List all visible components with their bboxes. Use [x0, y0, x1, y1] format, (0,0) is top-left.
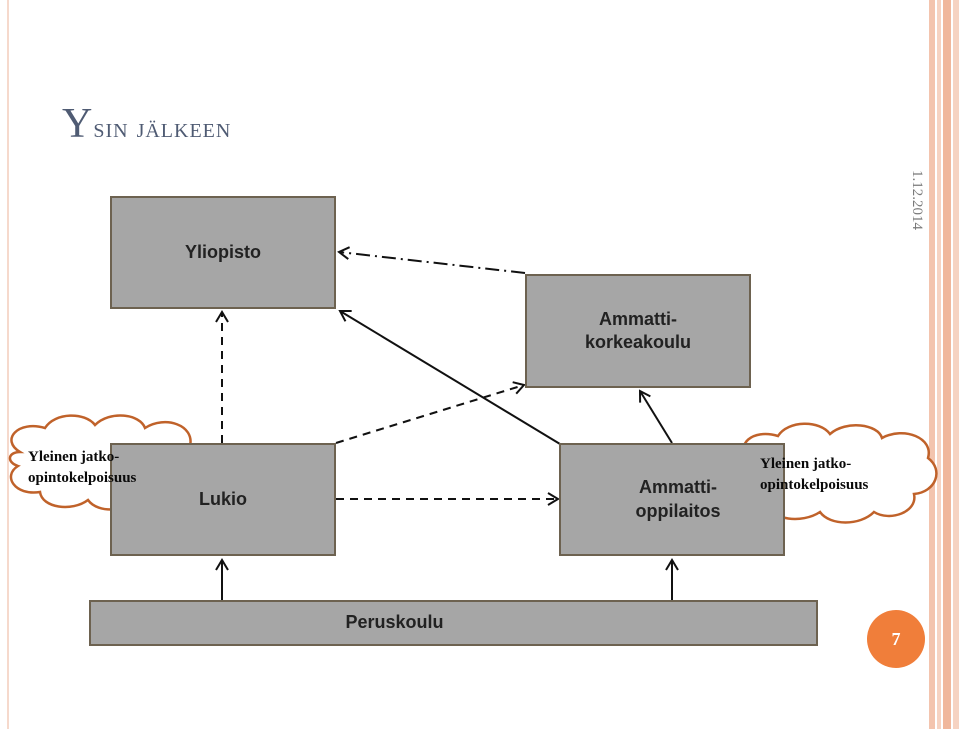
left-border-line — [7, 0, 9, 729]
slide-title-rest: sin jälkeen — [93, 113, 232, 144]
cloud-right-text: Yleinen jatko- opintokelpoisuus — [760, 456, 869, 493]
box-yliopisto-label: Yliopisto — [185, 241, 261, 262]
box-ammattioppilaitos-label: Ammatti- oppilaitos — [635, 477, 721, 521]
cloud-left-text: Yleinen jatko- opintokelpoisuus — [28, 449, 137, 486]
box-ammattioppilaitos: Ammatti- oppilaitos — [559, 443, 785, 556]
box-lukio-label: Lukio — [199, 488, 247, 509]
slide-title: Ysin jälkeen — [62, 100, 231, 148]
slide-date: 1.12.2014 — [909, 170, 925, 230]
right-border-stripes — [929, 0, 959, 729]
box-lukio: Lukio — [110, 443, 336, 556]
slide-title-cap: Y — [62, 101, 94, 147]
box-yliopisto: Yliopisto — [110, 196, 336, 309]
arrow-ammattioppilaitos-to-yliopisto — [338, 309, 561, 445]
arrow-lukio-to-amk — [335, 381, 526, 444]
page-number-badge: 7 — [867, 610, 925, 668]
box-amk-label: Ammatti- korkeakoulu — [584, 308, 692, 352]
arrow-amk-to-yliopisto — [337, 246, 526, 274]
box-amk: Ammatti- korkeakoulu — [525, 274, 751, 388]
arrow-ammattioppilaitos-to-amk — [638, 389, 673, 444]
page-number: 7 — [891, 628, 901, 649]
box-peruskoulu: Peruskoulu — [89, 600, 818, 646]
box-peruskoulu-label: Peruskoulu — [345, 612, 444, 633]
